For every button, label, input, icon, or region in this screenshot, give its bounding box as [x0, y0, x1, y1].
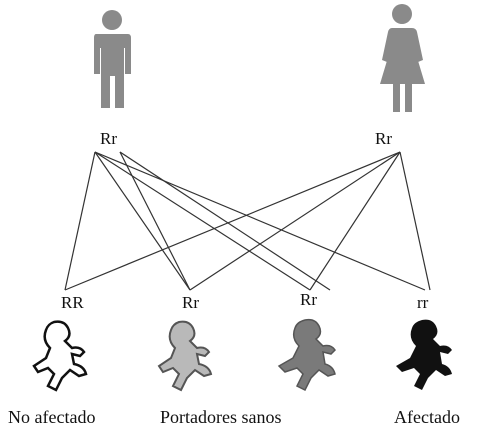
caption-carriers: Portadores sanos: [160, 407, 282, 427]
offspring-genotype: rr: [414, 294, 432, 311]
caption-unaffected: No afectado: [8, 407, 96, 427]
parent-label-band: [66, 120, 416, 158]
baby-unaffected-icon: [32, 320, 88, 392]
baby-carrier-icon: [157, 320, 213, 392]
cross-lines: [64, 151, 431, 291]
baby-carrier-icon: [277, 318, 336, 392]
offspring-genotype: Rr: [179, 294, 202, 311]
male-figure-icon: [94, 10, 131, 108]
caption-affected: Afectado: [394, 407, 460, 427]
baby-affected-icon: [396, 319, 452, 390]
offspring-genotype: RR: [58, 294, 87, 311]
offspring-genotype: Rr: [297, 291, 320, 308]
father-genotype: Rr: [100, 129, 117, 148]
female-figure-icon: [380, 4, 425, 112]
mother-genotype: Rr: [375, 129, 392, 148]
